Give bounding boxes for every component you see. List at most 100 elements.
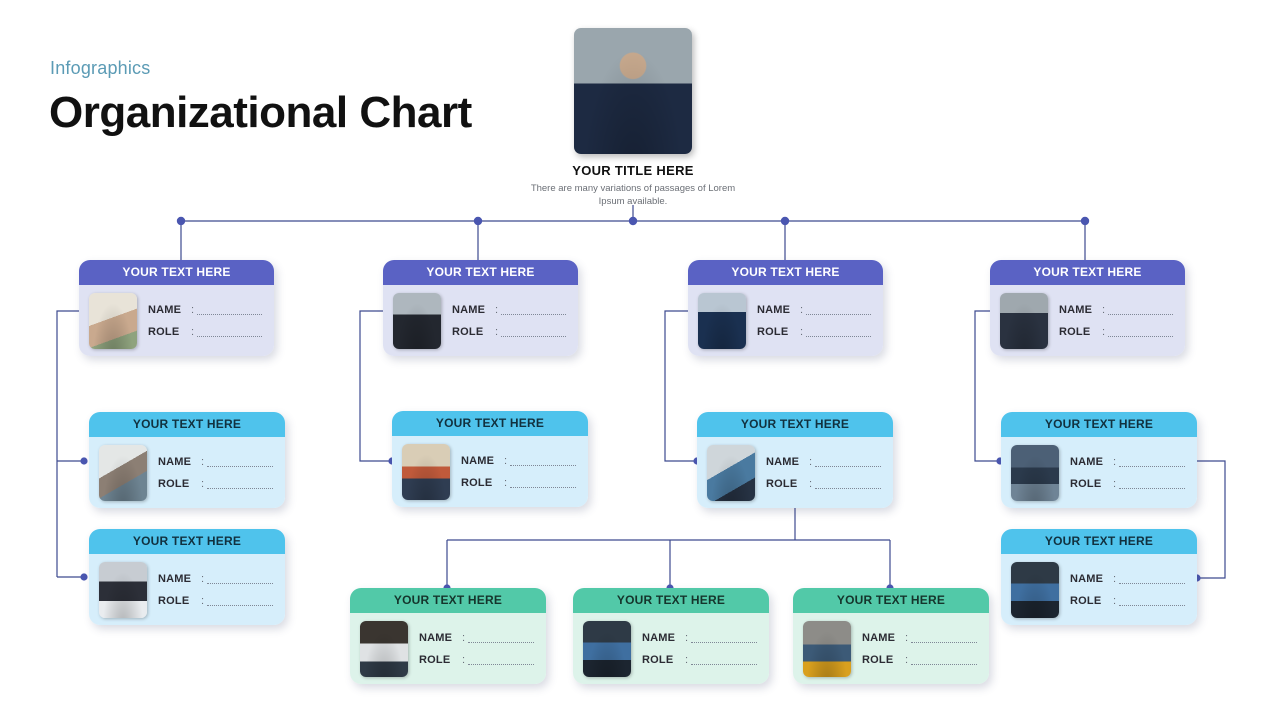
name-row: NAME : <box>158 568 277 590</box>
role-row: ROLE : <box>419 649 538 671</box>
role-value[interactable] <box>468 655 534 665</box>
name-value[interactable] <box>510 456 576 466</box>
name-row: NAME : <box>757 299 875 321</box>
role-value[interactable] <box>1108 327 1173 337</box>
name-value[interactable] <box>815 457 881 467</box>
card-header: YOUR TEXT HERE <box>383 260 578 285</box>
role-label: ROLE <box>1070 477 1102 490</box>
name-colon: : <box>461 631 466 644</box>
name-colon: : <box>200 572 205 585</box>
name-label: NAME <box>148 303 182 316</box>
person-photo <box>698 292 746 349</box>
role-value[interactable] <box>1119 596 1185 606</box>
org-card-level3-1[interactable]: YOUR TEXT HERE NAME : ROLE : <box>350 588 546 684</box>
org-card-level2-4[interactable]: YOUR TEXT HERE NAME : ROLE : <box>697 412 893 508</box>
name-row: NAME : <box>1059 299 1177 321</box>
role-row: ROLE : <box>1070 590 1189 612</box>
role-label: ROLE <box>452 325 484 338</box>
org-card-level1-3[interactable]: YOUR TEXT HERE NAME : ROLE : <box>688 260 883 356</box>
card-fields: NAME : ROLE : <box>862 627 981 671</box>
name-value[interactable] <box>1108 305 1173 315</box>
name-value[interactable] <box>207 457 273 467</box>
card-body: NAME : ROLE : <box>350 613 546 684</box>
card-header: YOUR TEXT HERE <box>990 260 1185 285</box>
card-fields: NAME : ROLE : <box>148 299 266 343</box>
org-card-level1-1[interactable]: YOUR TEXT HERE NAME : ROLE : <box>79 260 274 356</box>
role-value[interactable] <box>207 596 273 606</box>
name-row: NAME : <box>158 451 277 473</box>
role-value[interactable] <box>1119 479 1185 489</box>
name-value[interactable] <box>468 633 534 643</box>
root-person-node[interactable]: YOUR TITLE HERE There are many variation… <box>531 28 735 209</box>
role-value[interactable] <box>197 327 262 337</box>
role-value[interactable] <box>815 479 881 489</box>
person-photo <box>803 620 851 677</box>
person-photo <box>402 443 450 500</box>
org-card-level1-2[interactable]: YOUR TEXT HERE NAME : ROLE : <box>383 260 578 356</box>
role-value[interactable] <box>806 327 871 337</box>
role-row: ROLE : <box>766 473 885 495</box>
person-photo <box>707 444 755 501</box>
role-label: ROLE <box>419 653 451 666</box>
name-label: NAME <box>452 303 486 316</box>
name-value[interactable] <box>207 574 273 584</box>
name-label: NAME <box>461 454 495 467</box>
person-photo <box>99 444 147 501</box>
card-header: YOUR TEXT HERE <box>79 260 274 285</box>
role-colon: : <box>190 325 195 338</box>
org-card-level2-2[interactable]: YOUR TEXT HERE NAME : ROLE : <box>89 529 285 625</box>
name-value[interactable] <box>197 305 262 315</box>
role-row: ROLE : <box>1059 321 1177 343</box>
role-colon: : <box>461 653 466 666</box>
card-body: NAME : ROLE : <box>89 437 285 508</box>
role-value[interactable] <box>501 327 566 337</box>
name-value[interactable] <box>1119 457 1185 467</box>
name-value[interactable] <box>911 633 977 643</box>
org-card-level3-3[interactable]: YOUR TEXT HERE NAME : ROLE : <box>793 588 989 684</box>
role-colon: : <box>494 325 499 338</box>
root-photo <box>574 28 692 154</box>
person-photo <box>1000 292 1048 349</box>
name-label: NAME <box>419 631 453 644</box>
name-value[interactable] <box>691 633 757 643</box>
name-row: NAME : <box>766 451 885 473</box>
role-colon: : <box>1101 325 1106 338</box>
name-colon: : <box>503 454 508 467</box>
card-fields: NAME : ROLE : <box>757 299 875 343</box>
person-photo <box>393 292 441 349</box>
card-header: YOUR TEXT HERE <box>350 588 546 613</box>
card-fields: NAME : ROLE : <box>766 451 885 495</box>
role-label: ROLE <box>148 325 180 338</box>
name-colon: : <box>904 631 909 644</box>
org-card-level3-2[interactable]: YOUR TEXT HERE NAME : ROLE : <box>573 588 769 684</box>
person-photo <box>583 620 631 677</box>
name-label: NAME <box>862 631 896 644</box>
name-value[interactable] <box>501 305 566 315</box>
card-body: NAME : ROLE : <box>688 285 883 356</box>
role-row: ROLE : <box>461 472 580 494</box>
name-label: NAME <box>757 303 791 316</box>
org-card-level2-3[interactable]: YOUR TEXT HERE NAME : ROLE : <box>392 411 588 507</box>
org-card-level2-1[interactable]: YOUR TEXT HERE NAME : ROLE : <box>89 412 285 508</box>
name-value[interactable] <box>1119 574 1185 584</box>
org-card-level1-4[interactable]: YOUR TEXT HERE NAME : ROLE : <box>990 260 1185 356</box>
connector-nodes <box>80 216 1201 592</box>
name-row: NAME : <box>1070 568 1189 590</box>
name-label: NAME <box>766 455 800 468</box>
role-value[interactable] <box>207 479 273 489</box>
name-colon: : <box>1112 455 1117 468</box>
card-body: NAME : ROLE : <box>793 613 989 684</box>
card-fields: NAME : ROLE : <box>452 299 570 343</box>
name-label: NAME <box>1070 572 1104 585</box>
role-value[interactable] <box>911 655 977 665</box>
role-value[interactable] <box>510 478 576 488</box>
role-value[interactable] <box>691 655 757 665</box>
role-colon: : <box>904 653 909 666</box>
org-card-level2-6[interactable]: YOUR TEXT HERE NAME : ROLE : <box>1001 529 1197 625</box>
org-card-level2-5[interactable]: YOUR TEXT HERE NAME : ROLE : <box>1001 412 1197 508</box>
name-value[interactable] <box>806 305 871 315</box>
role-colon: : <box>808 477 813 490</box>
name-colon: : <box>190 303 195 316</box>
